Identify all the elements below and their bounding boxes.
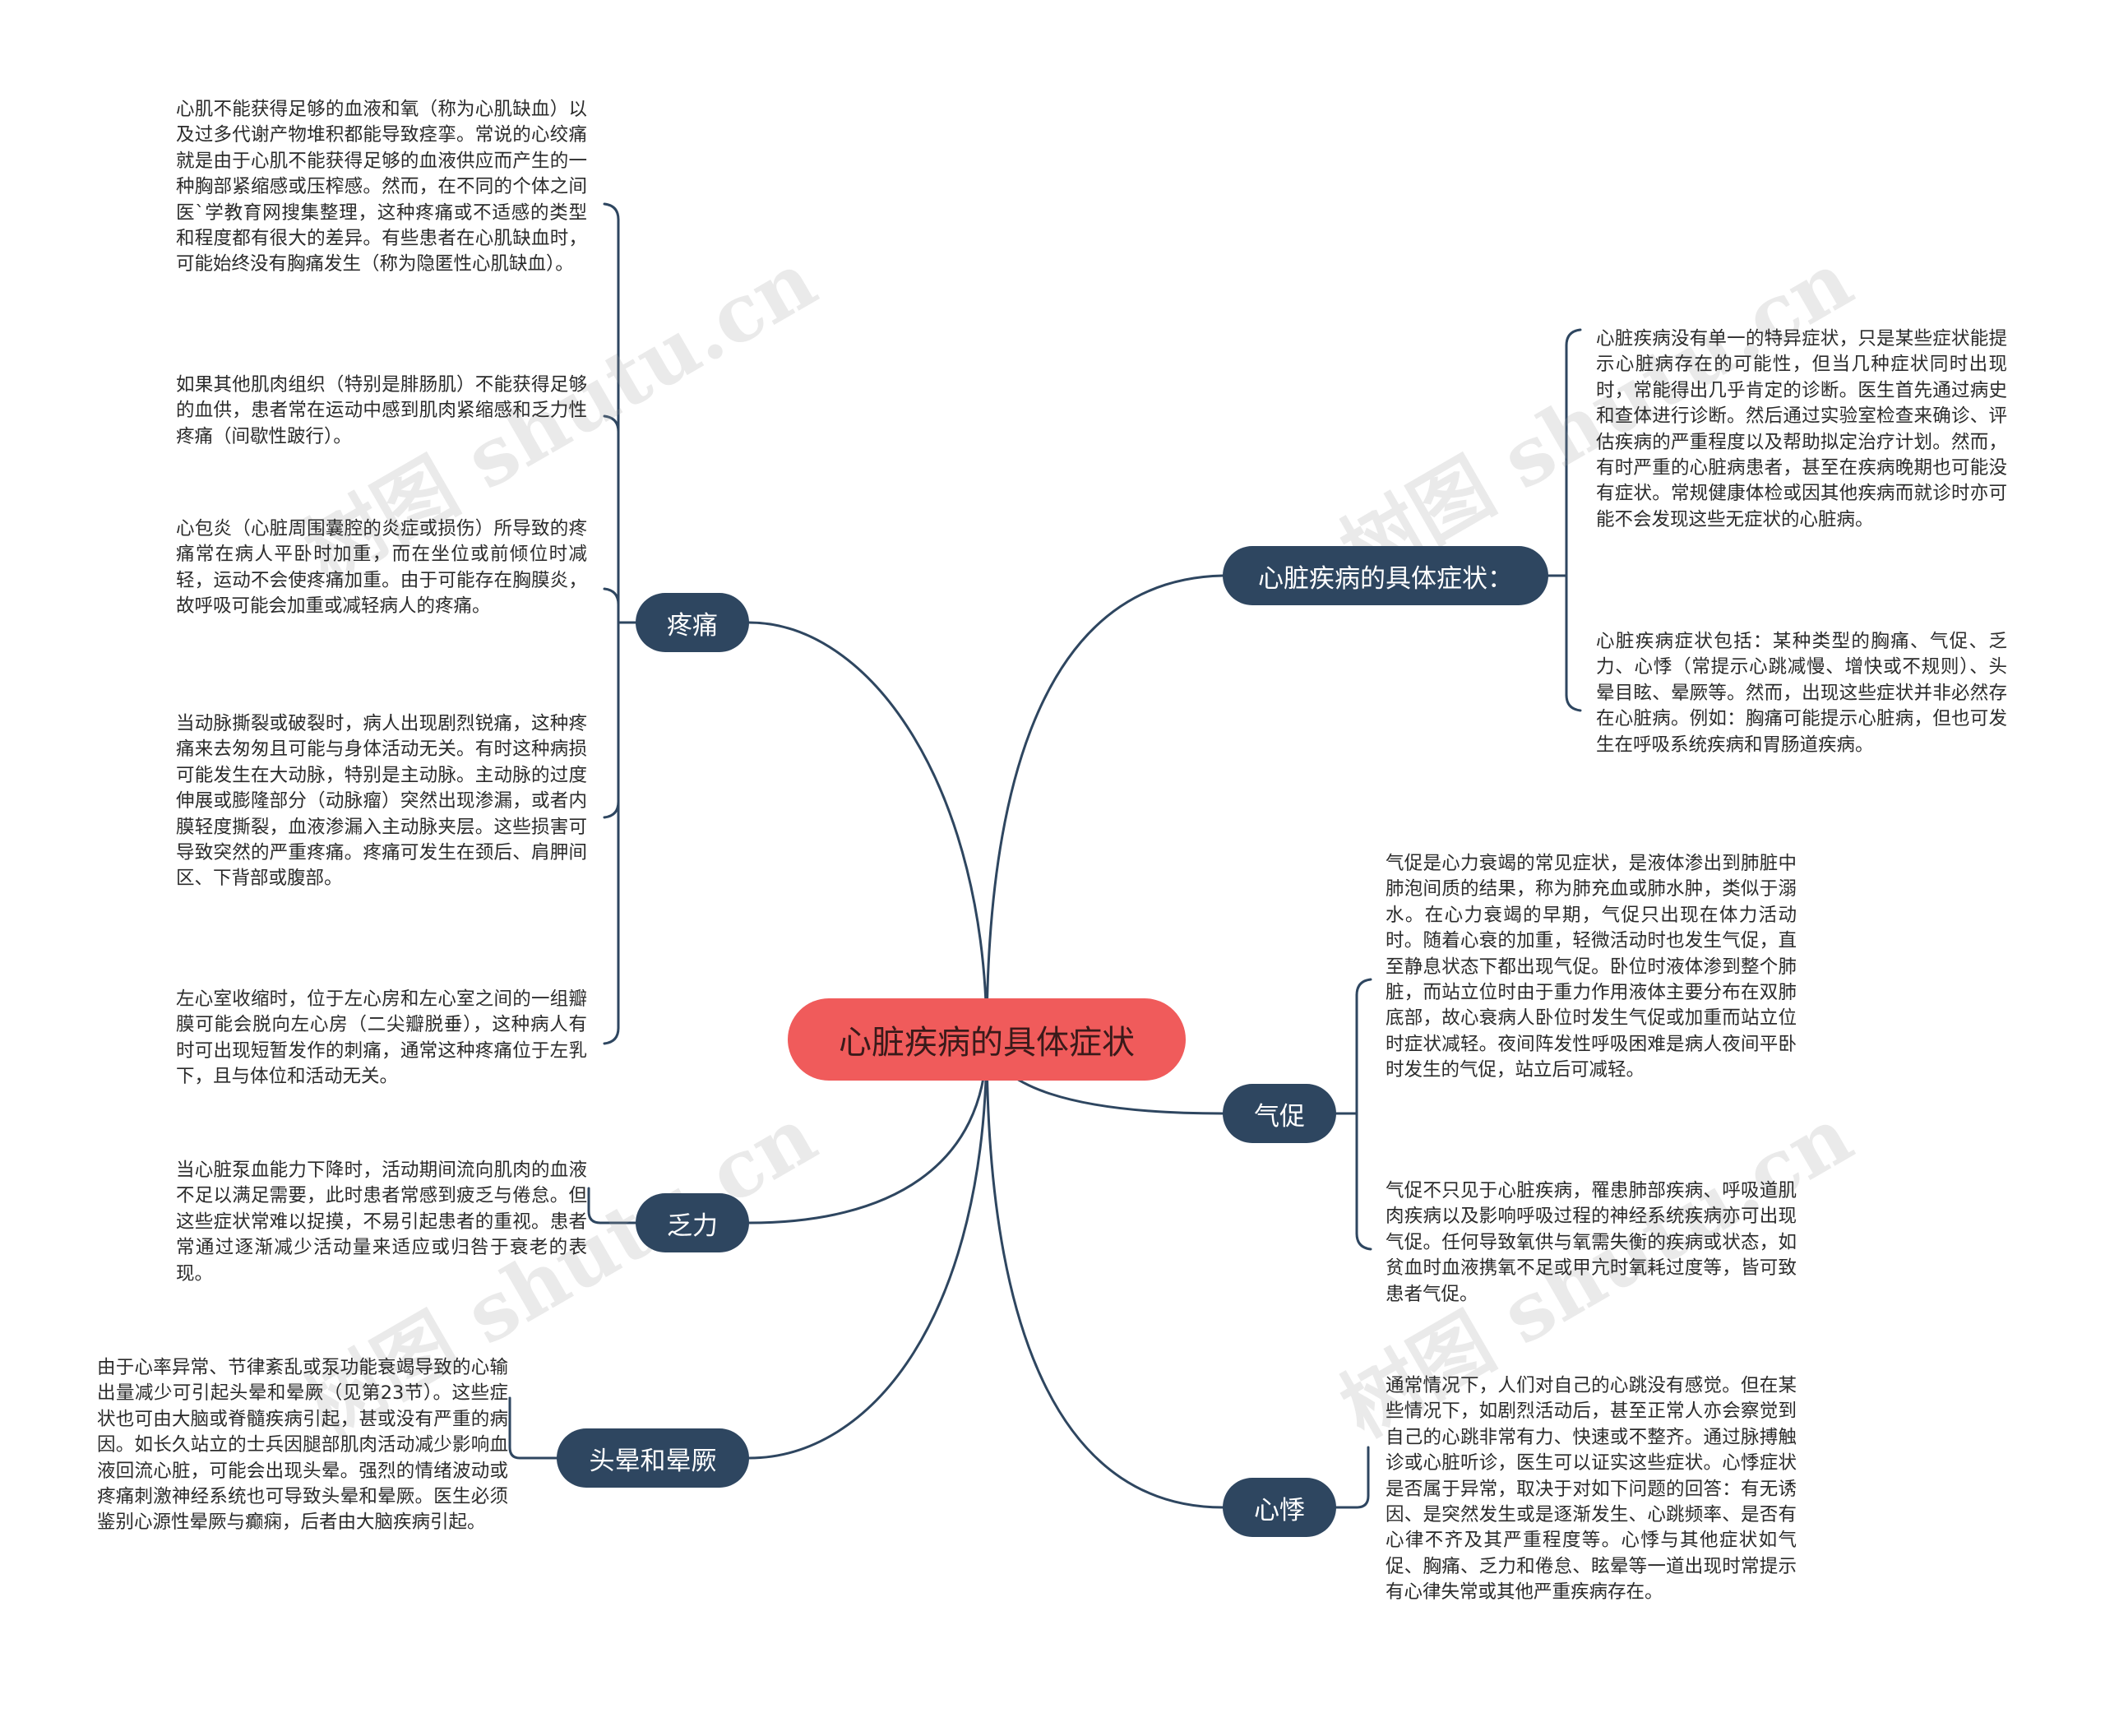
note-dyspnea-2: 气促不只见于心脏疾病，罹患肺部疾病、呼吸道肌肉疾病以及影响呼吸过程的神经系统疾病… (1386, 1180, 1797, 1305)
link-root-overview (985, 574, 1224, 1041)
branch-palpitation[interactable]: 心悸 (1223, 1478, 1336, 1537)
bracket-overview-note-1 (1565, 693, 1582, 712)
branch-fatigue[interactable]: 乏力 (636, 1193, 749, 1252)
note-overview-2: 心脏疾病症状包括：某种类型的胸痛、气促、乏力、心悸（常提示心跳减慢、增快或不规则… (1596, 631, 2007, 756)
link-dizziness-note (508, 1396, 558, 1460)
bracket-pain-note-0 (603, 202, 620, 221)
branch-overview[interactable]: 心脏疾病的具体症状： (1223, 546, 1548, 605)
bracket-pain-note-2 (603, 587, 620, 606)
bracket-overview-note-0 (1565, 328, 1582, 347)
note-dyspnea-1: 气促是心力衰竭的常见症状，是液体渗出到肺脏中肺泡间质的结果，称为肺充血或肺水肿，… (1386, 853, 1797, 1081)
bracket-dyspnea-note-0 (1355, 978, 1372, 997)
note-dizziness: 由于心率异常、节律紊乱或泵功能衰竭导致的心输出量减少可引起头晕和晕厥（见第23节… (97, 1357, 508, 1534)
note-pain-prolapse: 左心室收缩时，位于左心房和左心室之间的一组瓣膜可能会脱向左心房（二尖瓣脱垂），这… (176, 988, 587, 1088)
bracket-dyspnea-note-1 (1355, 1232, 1372, 1251)
root-topic[interactable]: 心脏疾病的具体症状 (788, 998, 1186, 1081)
note-pain-ischemia: 心肌不能获得足够的血液和氧（称为心肌缺血）以及过多代谢产物堆积都能导致痉挛。常说… (176, 99, 587, 275)
note-pain-aorta: 当动脉撕裂或破裂时，病人出现剧烈锐痛，这种疼痛来去匆匆且可能与身体活动无关。有时… (176, 713, 587, 890)
bracket-pain-note-1 (603, 414, 620, 433)
note-pain-claudication: 如果其他肌肉组织（特别是腓肠肌）不能获得足够的血供，患者常在运动中感到肌肉紧缩感… (176, 374, 587, 447)
link-root-palpitation (985, 1038, 1224, 1509)
link-fatigue-note (587, 1187, 637, 1224)
branch-dyspnea[interactable]: 气促 (1223, 1084, 1336, 1143)
link-palpitation-note (1335, 1446, 1370, 1509)
note-pain-pericarditis: 心包炎（心脏周围囊腔的炎症或损伤）所导致的疼痛常在病人平卧时加重，而在坐位或前倾… (176, 518, 587, 618)
branch-dizziness[interactable]: 头晕和晕厥 (557, 1428, 749, 1488)
bracket-pain-note-3 (603, 800, 620, 819)
branch-pain[interactable]: 疼痛 (636, 593, 749, 652)
bracket-pain-note-4 (603, 1026, 620, 1045)
link-root-fatigue (747, 1038, 988, 1224)
note-palpitation: 通常情况下，人们对自己的心跳没有感觉。但在某些情况下，如剧烈活动后，甚至正常人亦… (1386, 1375, 1797, 1604)
note-overview-1: 心脏疾病没有单一的特异症状，只是某些症状能提示心脏病存在的可能性，但当几种症状同… (1596, 328, 2007, 530)
link-root-pain (747, 621, 988, 1041)
note-fatigue: 当心脏泵血能力下降时，活动期间流向肌肉的血液不足以满足需要，此时患者常感到疲乏与… (176, 1160, 587, 1285)
link-root-dizziness (747, 1038, 988, 1460)
